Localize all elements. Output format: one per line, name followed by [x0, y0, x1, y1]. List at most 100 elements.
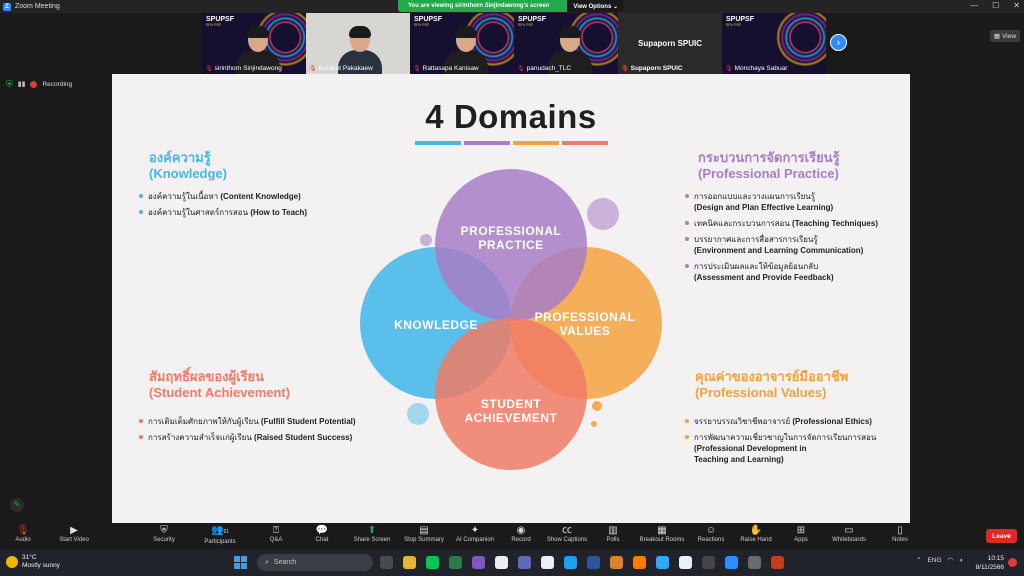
muted-mic-icon: 🎙 — [725, 66, 733, 72]
mic-icon: 🎙 — [205, 66, 213, 72]
notification-badge-icon[interactable] — [1008, 558, 1017, 567]
app-icon[interactable] — [495, 556, 508, 569]
excel-icon[interactable] — [449, 556, 462, 569]
raise-hand-button[interactable]: ✋Raise Hand — [726, 524, 786, 548]
next-page-arrow-icon[interactable]: › — [830, 34, 847, 51]
captions-icon: ㏄ — [562, 525, 572, 536]
stats-icon[interactable]: ▮▮ — [17, 81, 26, 88]
chevron-up-icon[interactable]: ⌃ — [916, 557, 922, 564]
audio-button[interactable]: 🎙Audio — [0, 524, 52, 548]
shared-screen-slide: 4 Domains PROFESSIONAL PRACTICE KNOWLEDG… — [112, 74, 910, 523]
security-button[interactable]: ⛨Security — [135, 524, 193, 548]
search-placeholder: Search — [273, 559, 297, 566]
button-label: Record — [511, 537, 531, 543]
encryption-shield-icon[interactable]: ⛨ — [6, 78, 13, 89]
word-icon[interactable] — [587, 556, 600, 569]
system-tray: ⌃ ENG ◠ ◖ — [916, 556, 964, 565]
annotate-pen-icon[interactable]: ✎ — [10, 498, 24, 512]
chrome-icon[interactable] — [679, 556, 692, 569]
reactions-button[interactable]: ☺Reactions — [681, 524, 741, 548]
apps-button[interactable]: ⊞Apps — [771, 524, 831, 548]
button-label: Reactions — [697, 537, 725, 543]
item-thai: องค์ความรู้ในเนื้อหา — [148, 192, 219, 201]
file-explorer-icon[interactable] — [403, 556, 416, 569]
list-item: การพัฒนาความเชี่ยวชาญในการจัดการเรียนการ… — [685, 432, 876, 465]
video-tile[interactable]: 🎙Korakot Pakakaew — [306, 13, 410, 74]
app-icon[interactable] — [748, 556, 761, 569]
wifi-icon[interactable]: ◠ — [947, 557, 954, 564]
firefox-icon[interactable] — [610, 556, 623, 569]
app-icon[interactable] — [702, 556, 715, 569]
powerpoint-icon[interactable] — [771, 556, 784, 569]
illustrator-icon[interactable] — [633, 556, 646, 569]
clock-date: 8/11/2566 — [975, 564, 1004, 571]
notes-button[interactable]: ▯Notes — [870, 524, 930, 548]
volume-icon[interactable]: ◖ — [959, 556, 964, 564]
share-screen-icon: ⬆ — [367, 525, 377, 536]
photoshop-icon[interactable] — [656, 556, 669, 569]
whiteboards-button[interactable]: ▭Whiteboards — [819, 524, 879, 548]
list-item: เทคนิคและกระบวนการสอน (Teaching Techniqu… — [685, 218, 878, 229]
button-label: Whiteboards — [832, 537, 866, 543]
view-options-button[interactable]: View Options ⌄ — [567, 0, 624, 12]
record-button[interactable]: ◉Record — [491, 524, 551, 548]
decor-dot — [420, 234, 432, 246]
logo-subtext: SPU PSF — [518, 23, 533, 27]
minimize-button[interactable]: — — [970, 1, 979, 10]
achievement-circle — [435, 318, 587, 470]
view-button[interactable]: ▦View — [990, 30, 1020, 42]
button-label: Participants — [204, 539, 236, 545]
qa-button[interactable]: ⍰Q&A — [246, 524, 306, 548]
app-icon[interactable] — [472, 556, 485, 569]
system-clock[interactable]: 10:15 8/11/2566 — [974, 554, 1004, 572]
ai-companion-button[interactable]: ✦AI Companion — [445, 524, 505, 548]
item-thai: จรรยาบรรณวิชาชีพอาจารย์ — [694, 417, 791, 426]
polls-button[interactable]: ▥Polls — [583, 524, 643, 548]
line-app-icon[interactable] — [426, 556, 439, 569]
participant-name-text: Rattasapa Kanisaw — [422, 65, 479, 72]
participant-video — [338, 26, 382, 74]
stop-summary-button[interactable]: ▤Stop Summary — [394, 524, 454, 548]
share-screen-button[interactable]: ⬆Share Screen — [342, 524, 402, 548]
start-video-button[interactable]: ▶Start Video — [44, 524, 104, 548]
grid-icon: ▦ — [993, 33, 1001, 40]
achievement-heading-eng: (Student Achievement) — [149, 385, 291, 400]
button-label: Raise Hand — [740, 537, 772, 543]
button-label: AI Companion — [455, 537, 495, 543]
windows-start-icon[interactable] — [234, 556, 247, 569]
chat-button[interactable]: 💬Chat — [292, 524, 352, 548]
item-thai: บรรยากาศและการสื่อสารการเรียนรู้ — [694, 235, 818, 244]
share-banner: You are viewing sirinthorn Sinjindawong'… — [398, 0, 624, 12]
leave-button[interactable]: Leave — [986, 529, 1017, 543]
recording-label[interactable]: Recording — [42, 80, 73, 88]
taskbar-search[interactable]: ⌕Search — [257, 554, 373, 571]
mic-icon: 🎙 — [309, 66, 317, 72]
language-indicator[interactable]: ENG — [927, 556, 942, 564]
view-label: View — [1002, 32, 1017, 40]
logo-text: SPUPSF — [414, 16, 443, 23]
participant-name-text: Korakot Pakakaew — [318, 65, 373, 72]
item-eng: (Professional Development in — [694, 444, 807, 453]
zoom-app-icon[interactable] — [725, 556, 738, 569]
breakout-rooms-button[interactable]: ▦Breakout Rooms — [632, 524, 692, 548]
close-button[interactable]: ✕ — [1013, 1, 1020, 10]
button-label: Notes — [892, 537, 908, 543]
list-item: จรรยาบรรณวิชาชีพอาจารย์ (Professional Et… — [685, 416, 876, 427]
video-tile[interactable]: Supaporn SPUIC 🎙Supaporn SPUIC — [618, 13, 722, 74]
item-thai: เทคนิคและกระบวนการสอน — [694, 219, 790, 228]
app-icon[interactable] — [564, 556, 577, 569]
logo-text: SPUPSF — [726, 16, 755, 23]
participant-name-text: Monchaya Sabuar — [734, 65, 788, 72]
chrome-icon[interactable] — [541, 556, 554, 569]
maximize-button[interactable]: ☐ — [992, 1, 1000, 10]
task-view-icon[interactable] — [380, 556, 393, 569]
app-icon[interactable] — [518, 556, 531, 569]
shield-icon: ⛨ — [160, 525, 168, 536]
